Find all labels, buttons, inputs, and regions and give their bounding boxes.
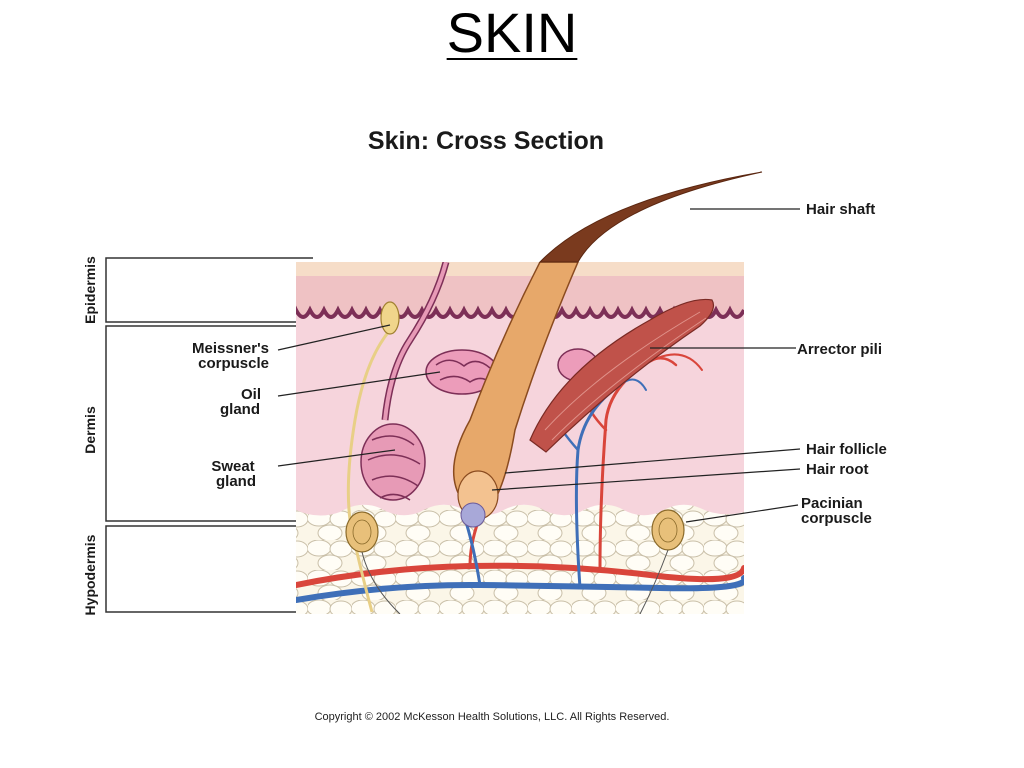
leader-lines [277,208,801,523]
layer-label-hypodermis: Hypodermis [82,534,98,615]
label-meissner-line2: corpuscle [198,355,269,372]
sweat-gland-coil [360,423,426,501]
diagram-title: Skin: Cross Section [368,127,604,155]
label-hair-follicle: Hair follicle [806,441,887,458]
pacinian-corpuscles [345,509,685,614]
slide-title: SKIN [446,1,578,64]
meissner-nerve [346,329,392,613]
label-hair-root: Hair root [806,461,869,478]
meissner-corpuscle [380,301,400,335]
copyright-notice: Copyright © 2002 McKesson Health Solutio… [315,711,670,723]
skin-block [296,262,744,614]
label-arrector-pili: Arrector pili [797,341,882,358]
layer-label-epidermis: Epidermis [82,256,98,324]
layer-label-dermis: Dermis [82,406,98,454]
label-hair-shaft: Hair shaft [806,201,875,218]
label-oil-line2: gland [220,401,260,418]
label-pacinian-line1: Pacinian [801,495,863,512]
label-oil-line1: Oil [241,386,261,403]
hair-shaft [538,171,763,263]
stratum-corneum [296,262,744,276]
oil-gland [425,348,599,395]
arrector-pili-muscle [529,298,715,453]
label-pacinian-line2: corpuscle [801,510,872,527]
label-meissner-line1: Meissner's [192,340,269,357]
hair-papilla [460,502,486,528]
label-sweat-line1: Sweat [211,458,254,475]
layer-brackets [105,257,313,613]
label-sweat-line2: gland [216,473,256,490]
